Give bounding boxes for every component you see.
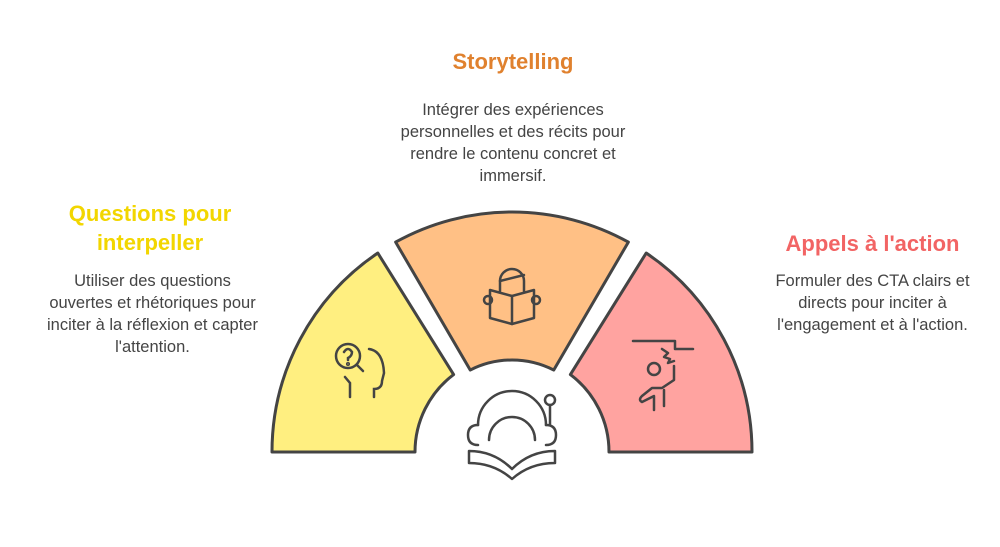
- segment-questions: [270, 251, 456, 454]
- title-appels: Appels à l'action: [785, 231, 960, 256]
- question-head-icon: [334, 342, 386, 399]
- desc-appels: Formuler des CTA clairs et directs pour …: [775, 272, 970, 334]
- desc-storytelling: Intégrer des expériences personnelles et…: [400, 101, 626, 185]
- desc-questions: Utiliser des questions ouvertes et rhéto…: [47, 272, 258, 356]
- breaking-barrier-icon: [631, 339, 695, 412]
- reading-person-icon: [482, 267, 542, 326]
- segment-appels: [568, 251, 754, 454]
- title-storytelling: Storytelling: [452, 49, 574, 74]
- education-astronaut-book-icon: [466, 389, 558, 481]
- title-questions: Questions pour interpeller: [68, 201, 232, 255]
- segment-storytelling: [394, 210, 630, 372]
